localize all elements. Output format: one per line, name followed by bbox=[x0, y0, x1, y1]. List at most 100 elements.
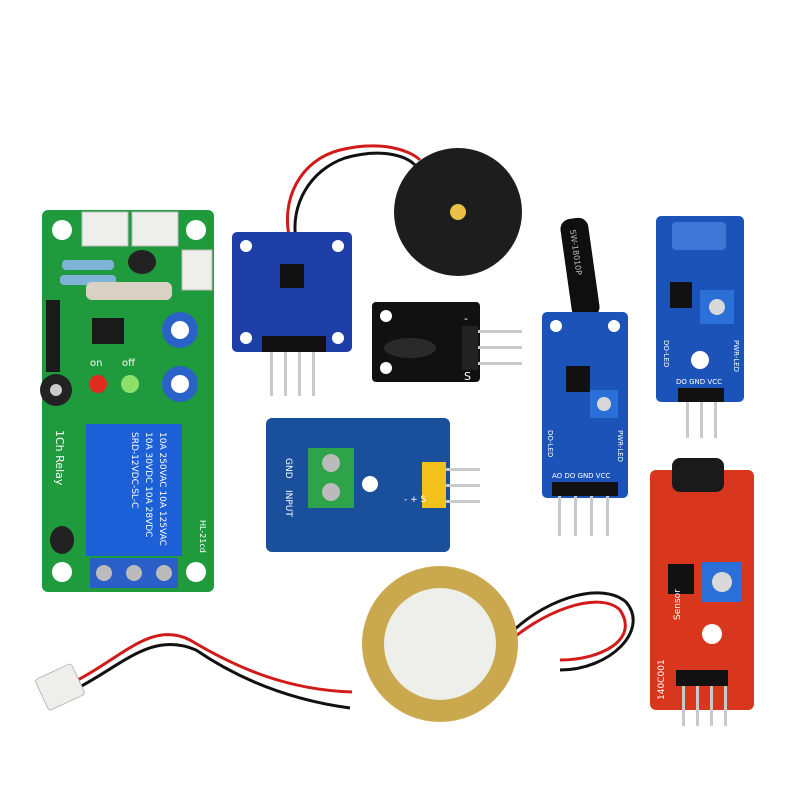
pin-header bbox=[552, 482, 618, 496]
pin-header bbox=[46, 300, 60, 372]
header-pin bbox=[590, 496, 593, 536]
ic-chip bbox=[280, 264, 304, 288]
ic-chip bbox=[566, 366, 590, 392]
screw bbox=[156, 565, 172, 581]
header-pin bbox=[724, 686, 727, 726]
tilt-pwr-led: PWR-LED bbox=[616, 430, 624, 462]
ir-tube bbox=[384, 338, 436, 358]
header-pin bbox=[696, 686, 699, 726]
vib-pwr-led: PWR-LED bbox=[732, 340, 740, 372]
relay-text: 1Ch Relay bbox=[53, 430, 66, 486]
jst-connector bbox=[181, 249, 213, 291]
potentiometer-dial bbox=[171, 321, 189, 339]
mount-hole bbox=[608, 320, 620, 332]
board-code: HL-21cd bbox=[198, 520, 207, 553]
header-pin bbox=[682, 686, 685, 726]
header-pin bbox=[312, 352, 315, 396]
knock-coil bbox=[672, 458, 724, 492]
pin-header bbox=[262, 336, 326, 352]
header-pin bbox=[478, 362, 522, 365]
tilt-do-led: DO-LED bbox=[546, 430, 554, 457]
jst-connector bbox=[81, 211, 129, 247]
green-led bbox=[121, 375, 139, 393]
analog-piezo-module: GND INPUT - + S bbox=[266, 418, 480, 552]
sensor-label: Sensor bbox=[673, 589, 683, 620]
power-resistor bbox=[86, 282, 172, 300]
cable-red bbox=[69, 633, 353, 694]
mount-hole bbox=[332, 332, 344, 344]
tilt-pcb bbox=[542, 312, 628, 498]
red-led bbox=[89, 375, 107, 393]
pin-header bbox=[678, 388, 724, 402]
jst-plug bbox=[35, 663, 85, 711]
tilt-pins-label: AO DO GND VCC bbox=[552, 472, 610, 480]
buzzer-wire-black bbox=[293, 151, 417, 241]
relay-housing bbox=[86, 424, 182, 556]
mount-hole bbox=[240, 332, 252, 344]
pin-header bbox=[462, 326, 478, 370]
mount-hole bbox=[550, 320, 562, 332]
header-pin bbox=[284, 352, 287, 396]
on-label: on bbox=[90, 358, 102, 369]
resistor bbox=[62, 260, 114, 270]
piezo-disc bbox=[362, 566, 635, 722]
screw bbox=[126, 565, 142, 581]
vib-pins-label: DO GND VCC bbox=[676, 378, 722, 386]
header-pin bbox=[478, 330, 522, 333]
relay-module: on off 10A 250VAC 10A 125VAC 10A 30VDC 1… bbox=[40, 210, 214, 592]
pin-header bbox=[676, 670, 728, 686]
header-pin bbox=[558, 496, 561, 536]
ic-chip bbox=[92, 318, 124, 344]
gnd-label: GND bbox=[283, 458, 293, 479]
header-pin bbox=[700, 402, 703, 438]
ir-receiver-module: - S bbox=[372, 302, 522, 383]
relay-model: SRD-12VDC-SL-C bbox=[129, 432, 139, 508]
s-label: S bbox=[464, 370, 471, 383]
vibration-sensor-module: DO-LED PWR-LED DO GND VCC bbox=[656, 216, 744, 438]
header-pin bbox=[686, 402, 689, 438]
screw bbox=[322, 483, 340, 501]
mount-hole bbox=[186, 562, 206, 582]
header-pin bbox=[710, 686, 713, 726]
potentiometer-dial bbox=[712, 572, 732, 592]
jst-connector bbox=[131, 211, 179, 247]
vib-do-led: DO-LED bbox=[662, 340, 670, 367]
off-label: off bbox=[122, 358, 136, 369]
potentiometer-dial bbox=[171, 375, 189, 393]
knock-sensor-module: Sensor 140C001 bbox=[650, 458, 754, 726]
mount-hole bbox=[362, 476, 378, 492]
relay-rating-2: 10A 30VDC 10A 28VDC bbox=[143, 432, 153, 537]
mount-hole bbox=[702, 624, 722, 644]
relay-rating-1: 10A 250VAC 10A 125VAC bbox=[157, 432, 167, 546]
mount-hole bbox=[52, 220, 72, 240]
ic-chip bbox=[668, 564, 694, 594]
relay-print: 10A 250VAC 10A 125VAC 10A 30VDC 10A 28VD… bbox=[129, 432, 167, 546]
minus-label: - bbox=[464, 312, 468, 325]
header-pin bbox=[298, 352, 301, 396]
mount-hole bbox=[380, 362, 392, 374]
ceramic-layer bbox=[384, 588, 496, 700]
mount-hole bbox=[186, 220, 206, 240]
potentiometer-dial bbox=[709, 299, 725, 315]
piezo-buzzer-module bbox=[232, 144, 522, 396]
mount-hole bbox=[691, 351, 709, 369]
header-pin bbox=[714, 402, 717, 438]
header-pin bbox=[446, 484, 480, 487]
header-pin bbox=[446, 468, 480, 471]
vibration-switch bbox=[672, 222, 726, 250]
knock-code: 140C001 bbox=[657, 659, 667, 700]
screw bbox=[322, 454, 340, 472]
header-pin bbox=[574, 496, 577, 536]
tilt-switch-can bbox=[560, 217, 600, 319]
pin-header bbox=[422, 462, 446, 508]
cable-black bbox=[69, 643, 351, 710]
buzzer-wire-red bbox=[285, 144, 422, 241]
mount-hole bbox=[332, 240, 344, 252]
input-label: INPUT bbox=[283, 490, 293, 517]
potentiometer-dial bbox=[597, 397, 611, 411]
screw bbox=[96, 565, 112, 581]
capacitor-top bbox=[50, 384, 62, 396]
header-pin bbox=[446, 500, 480, 503]
header-pin bbox=[606, 496, 609, 536]
